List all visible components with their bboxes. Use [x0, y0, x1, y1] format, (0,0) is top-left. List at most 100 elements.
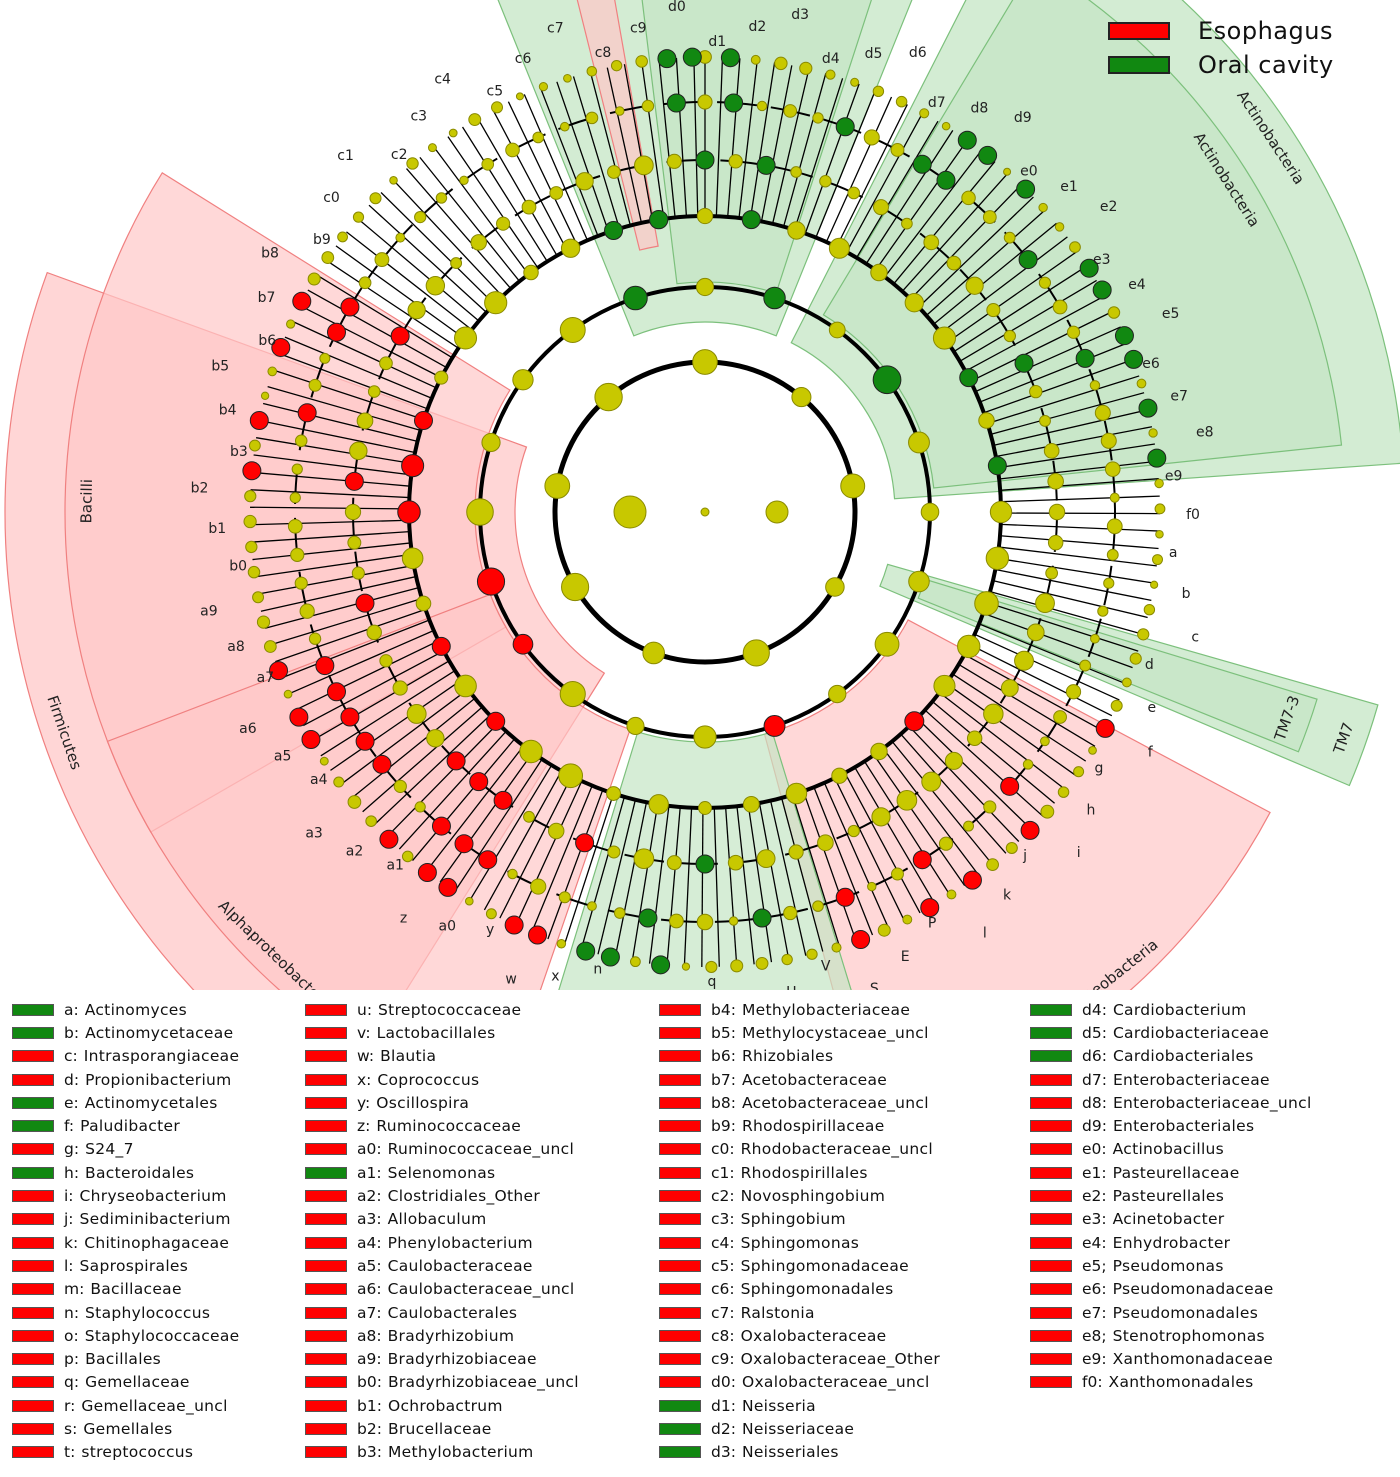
tree-node	[812, 112, 824, 124]
tip-label: b6	[258, 333, 276, 349]
tree-branch	[749, 62, 776, 220]
key-swatch	[659, 1143, 701, 1156]
tree-node	[1103, 577, 1115, 589]
tree-node	[587, 901, 597, 912]
key-code: e8;	[1082, 1326, 1107, 1345]
tree-branch	[901, 172, 1009, 292]
tree-node	[785, 782, 808, 805]
tree-node	[1152, 554, 1163, 566]
key-item: b9:Rhodospirillaceae	[659, 1114, 940, 1137]
key-swatch	[12, 1236, 54, 1249]
key-swatch	[305, 1422, 347, 1435]
tree-branch	[999, 535, 1159, 550]
tree-branch	[965, 295, 1106, 372]
tree-node	[614, 106, 625, 116]
key-code: a2:	[357, 1187, 382, 1206]
tree-branch	[253, 454, 412, 476]
key-swatch	[659, 1190, 701, 1203]
tree-branch	[556, 81, 610, 233]
key-item: b1:Ochrobactrum	[305, 1394, 579, 1417]
key-swatch	[305, 1190, 347, 1203]
key-name: Oxalobacteraceae_Other	[740, 1350, 941, 1369]
tree-node	[872, 365, 902, 395]
tree-node	[874, 631, 900, 657]
tree-node	[374, 252, 390, 268]
tree-node	[648, 794, 669, 815]
key-item: e3:Acinetobacter	[1030, 1208, 1312, 1231]
tree-branch	[1000, 478, 1159, 491]
key-swatch	[305, 1446, 347, 1459]
tree-node	[817, 834, 834, 852]
tree-node	[326, 682, 346, 702]
tree-node	[1066, 325, 1081, 339]
tree-branch	[804, 83, 860, 234]
tree-branch	[1000, 523, 1160, 532]
tree-node	[512, 369, 534, 391]
key-code: c9:	[711, 1350, 735, 1369]
tree-node	[355, 593, 375, 613]
tip-label: g	[1094, 760, 1103, 776]
tree-node	[379, 829, 399, 849]
key-code: x:	[357, 1070, 372, 1089]
tree-node	[390, 326, 410, 346]
tip-label: d4	[822, 51, 840, 67]
tree-node	[294, 434, 308, 448]
tree-branch	[986, 601, 1139, 652]
key-name: Cardiobacteriales	[1112, 1047, 1254, 1066]
key-code: a7:	[357, 1303, 382, 1322]
tree-node	[989, 500, 1013, 524]
tree-branch	[547, 789, 604, 940]
tree-node	[756, 849, 776, 869]
tree-node	[1124, 349, 1144, 369]
key-name: Sphingomonadales	[740, 1280, 894, 1299]
tree-branch	[893, 161, 996, 285]
tree-node	[812, 900, 824, 912]
tree-node	[613, 495, 647, 529]
tree-branch	[953, 264, 1088, 353]
key-swatch	[12, 1446, 54, 1459]
tree-node	[902, 914, 913, 925]
tree-branch	[836, 104, 908, 248]
key-code: d4:	[1082, 1000, 1107, 1019]
tree-node	[1038, 202, 1048, 213]
tree-branch	[813, 786, 874, 936]
tree-branch	[267, 385, 421, 432]
tree-node	[920, 898, 940, 918]
key-code: e:	[64, 1093, 79, 1112]
tree-branch	[439, 752, 534, 883]
key-code: d3:	[711, 1443, 736, 1462]
key-swatch	[12, 1096, 54, 1109]
key-code: b2:	[357, 1419, 382, 1438]
key-name: Oxalobacteraceae	[740, 1326, 887, 1345]
tree-node	[657, 49, 677, 69]
tree-node	[1043, 443, 1060, 459]
key-code: g:	[64, 1140, 80, 1159]
key-code: w:	[357, 1047, 375, 1066]
tree-node	[890, 143, 905, 157]
tree-node	[576, 941, 596, 961]
key-code: d9:	[1082, 1117, 1107, 1136]
tree-node	[344, 503, 362, 521]
key-swatch	[659, 1446, 701, 1459]
tree-branch	[281, 619, 430, 679]
tree-branch	[284, 336, 432, 399]
tree-branch	[939, 692, 1066, 791]
tree-node	[783, 104, 798, 118]
tree-branch	[362, 706, 483, 813]
tree-node	[840, 473, 866, 499]
tree-node	[727, 854, 744, 871]
key-swatch	[305, 1353, 347, 1366]
key-code: e1:	[1082, 1163, 1107, 1182]
key-item: q:Gemellaceae	[12, 1371, 240, 1394]
tree-node	[538, 82, 549, 92]
key-name: Oscillospira	[376, 1093, 470, 1112]
key-code: e2:	[1082, 1187, 1107, 1206]
tree-node	[586, 66, 598, 77]
tree-node	[1110, 699, 1123, 712]
tree-branch	[891, 740, 994, 866]
tree-node	[1000, 679, 1019, 697]
tree-node	[1073, 766, 1085, 778]
key-item: t:streptococcus	[12, 1441, 240, 1464]
tree-branch	[727, 58, 741, 217]
